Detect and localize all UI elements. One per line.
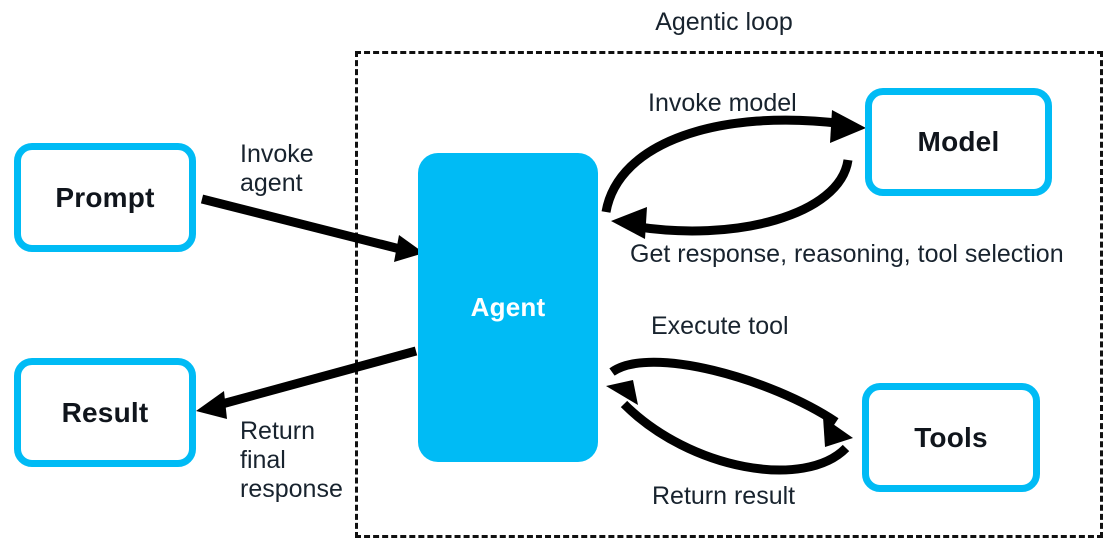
node-prompt-label: Prompt: [55, 181, 155, 213]
agentic-loop-title: Agentic loop: [655, 8, 793, 36]
node-agent[interactable]: Agent: [418, 153, 598, 462]
node-agent-label: Agent: [470, 292, 546, 322]
node-result[interactable]: Result: [14, 358, 196, 467]
edge-label-invoke-model: Invoke model: [648, 89, 797, 117]
node-result-label: Result: [61, 396, 149, 428]
edge-label-return-result: Return result: [652, 482, 796, 510]
node-tools[interactable]: Tools: [862, 383, 1040, 492]
edge-label-execute-tool: Execute tool: [651, 312, 789, 340]
agentic-loop-boundary: [355, 51, 1103, 538]
edge-label-invoke-agent: Invoke agent: [240, 140, 314, 197]
node-tools-label: Tools: [914, 421, 988, 453]
edge-label-return-final-response: Return final response: [240, 417, 343, 503]
node-model[interactable]: Model: [865, 88, 1052, 196]
node-prompt[interactable]: Prompt: [14, 143, 196, 252]
edge-label-get-response: Get response, reasoning, tool selection: [630, 240, 1064, 268]
node-model-label: Model: [917, 126, 1000, 157]
